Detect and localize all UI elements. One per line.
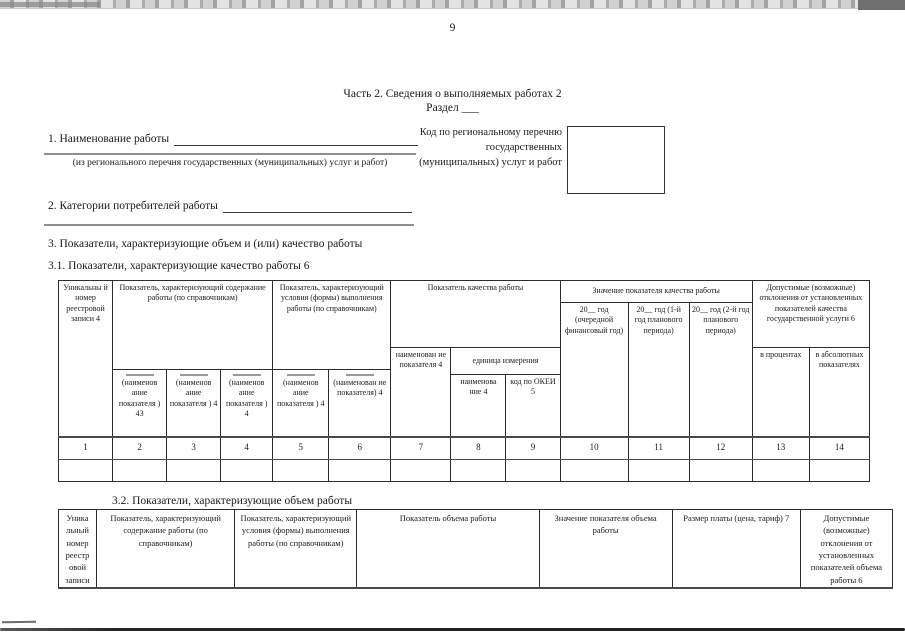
deviation-percent-header: в процентах [751, 347, 810, 437]
empty-data-cell [688, 459, 753, 482]
field2-input-line [222, 199, 412, 214]
unit-name-header: наименова ние 4 [450, 374, 507, 437]
unit-group-header: единица измерения [450, 347, 561, 375]
indicator-name-header: (наименов ание показателя ) 4 [220, 369, 274, 437]
conditions-group-header: Показатель, характеризующий условия (фор… [272, 280, 392, 370]
empty-data-cell [328, 459, 392, 482]
volume-value-header: Значение показателя объема работы [538, 508, 673, 589]
deviation-group-header: Допустимые (возможные) отклонения от уст… [751, 280, 871, 348]
quality-indicators-table: Уникальны й номер реестровой записи 4 По… [57, 280, 871, 482]
unit-okei-header: код по ОКЕИ 5 [505, 374, 561, 437]
empty-data-cell [166, 459, 222, 482]
conditions-group-header: Показатель, характеризующий условия (фор… [234, 508, 358, 589]
blank-fill-line [286, 374, 315, 376]
regional-code-box [567, 126, 665, 194]
scan-artifact-top-left [0, 2, 100, 7]
field2-row: 2. Категории потребителей работы [48, 199, 412, 214]
empty-data-cell [505, 459, 561, 482]
deviation-header: Допустимые (возможные) отклонения от уст… [799, 508, 894, 589]
year-plan1-header: 20__ год (1-й год планового периода) [627, 302, 690, 437]
column-number-cell: 14 [808, 435, 871, 460]
field1-label: 1. Наименование работы [48, 133, 170, 145]
scan-artifact-top-right [858, 0, 905, 10]
empty-data-cell [112, 459, 168, 482]
empty-data-cell [627, 459, 690, 482]
column-number-cell: 13 [751, 435, 810, 460]
scan-artifact-bottom-line [0, 628, 905, 631]
field1-input-line [174, 132, 418, 147]
unique-number-header: Уникальны й номер реестровой записи 4 [57, 280, 114, 437]
column-number-cell: 9 [505, 435, 561, 460]
column-number-cell: 3 [166, 435, 222, 460]
blank-fill-line [125, 374, 154, 376]
field1-row: 1. Наименование работы [48, 132, 418, 147]
empty-data-cell [450, 459, 507, 482]
scan-artifact-bottom-tick [1, 620, 37, 624]
column-number-cell: 2 [112, 435, 168, 460]
year-current-header: 20__ год (очередной финансовый год) [559, 302, 629, 437]
values-group-header: Значение показателя качества работы [559, 280, 753, 303]
payment-size-header: Размер платы (цена, тариф) 7 [671, 508, 801, 589]
empty-data-cell [808, 459, 871, 482]
empty-data-cell [57, 459, 114, 482]
section-blank-line: Раздел ___ [426, 102, 479, 114]
volume-indicators-table: Уника льный номер реестр овой записи Пок… [57, 508, 894, 589]
empty-data-cell [559, 459, 629, 482]
blank-fill-line [345, 374, 374, 376]
column-number-cell: 7 [390, 435, 452, 460]
column-number-cell: 4 [220, 435, 274, 460]
volume-indicator-header: Показатель объема работы [356, 508, 540, 589]
column-number-cell: 1 [57, 435, 114, 460]
indicator-name-header: (наименов ание показателя ) 4 [166, 369, 222, 437]
year-plan2-header: 20__ год (2-й год планового периода) [688, 302, 753, 437]
indicator-name-header: (наименован ие показателя) 4 [328, 369, 392, 437]
column-number-cell: 6 [328, 435, 392, 460]
quality-group-header: Показатель качества работы [390, 280, 561, 348]
content-group-header: Показатель, характеризующий содержание р… [112, 280, 274, 370]
empty-data-cell [390, 459, 452, 482]
document-title: Часть 2. Сведения о выполняемых работах … [343, 88, 562, 100]
indicator-name-header: (наименов ание показателя ) 4 [272, 369, 330, 437]
regional-code-label: Код по региональному перечню государстве… [419, 127, 562, 168]
field1-second-line [44, 153, 416, 155]
blank-fill-line [232, 374, 261, 376]
content-group-header: Показатель, характеризующий содержание р… [96, 508, 236, 589]
unique-number-header: Уника льный номер реестр овой записи [57, 508, 98, 589]
field2-label: 2. Категории потребителей работы [48, 200, 218, 212]
column-number-cell: 5 [272, 435, 330, 460]
field1-caption: (из регионального перечня государственны… [72, 158, 388, 168]
section-32-heading: 3.2. Показатели, характеризующие объем р… [112, 495, 353, 507]
page-number: 9 [449, 22, 456, 34]
scan-artifact-top-band [0, 0, 905, 9]
deviation-absolute-header: в абсолютных показателях [808, 347, 871, 437]
section-3-heading: 3. Показатели, характеризующие объем и (… [48, 238, 363, 250]
empty-data-cell [272, 459, 330, 482]
field2-second-line [44, 224, 414, 226]
empty-data-cell [751, 459, 810, 482]
section-31-heading: 3.1. Показатели, характеризующие качеств… [48, 260, 310, 272]
column-number-cell: 11 [627, 435, 690, 460]
empty-data-cell [220, 459, 274, 482]
blank-fill-line [179, 374, 208, 376]
column-number-cell: 8 [450, 435, 507, 460]
indicator-name-header: (наименов ание показателя ) 43 [112, 369, 168, 437]
column-number-cell: 12 [688, 435, 753, 460]
quality-name-header: наименован ие показателя 4 [390, 347, 452, 437]
column-number-cell: 10 [559, 435, 629, 460]
